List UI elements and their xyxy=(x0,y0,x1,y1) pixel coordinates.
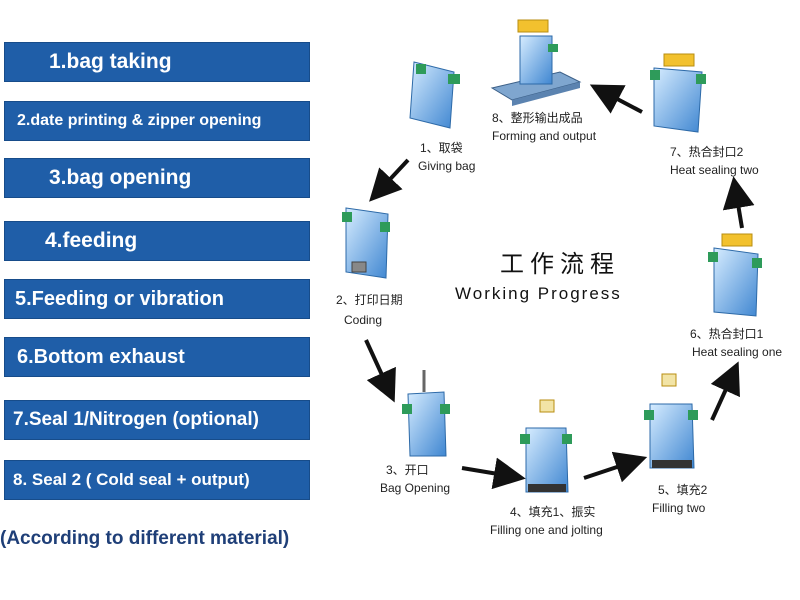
step-2-box: 2.date printing & zipper opening xyxy=(4,101,310,141)
step-4-label: 4.feeding xyxy=(45,229,138,252)
step-5-label: 5.Feeding or vibration xyxy=(15,287,224,310)
stage-5-icon xyxy=(644,373,698,469)
stage-6-en: Heat sealing one xyxy=(692,345,782,359)
stage-8-en: Forming and output xyxy=(492,129,597,143)
stage-3-cn: 3、开口 xyxy=(386,463,429,477)
stage-5-cn: 5、填充2 xyxy=(658,482,708,497)
arrow-3-to-4 xyxy=(461,457,526,490)
step-2-label: 2.date printing & zipper opening xyxy=(17,112,262,129)
step-8-label: 8. Seal 2 ( Cold seal + output) xyxy=(13,470,250,489)
title-english: Working Progress xyxy=(455,284,622,303)
step-3-label: 3.bag opening xyxy=(49,166,192,189)
stage-2-en: Coding xyxy=(344,313,382,327)
arrow-7-to-8 xyxy=(589,84,643,114)
step-1-box: 1.bag taking xyxy=(4,42,310,82)
stage-3-en: Bag Opening xyxy=(380,481,450,495)
stage-4-cn: 4、填充1、振实 xyxy=(510,504,595,519)
stage-8-icon xyxy=(490,19,582,106)
step-8-box: 8. Seal 2 ( Cold seal + output) xyxy=(4,460,310,500)
stage-8-cn: 8、整形输出成品 xyxy=(492,110,583,125)
arrow-1-to-2 xyxy=(369,158,410,202)
stage-5-en: Filling two xyxy=(652,501,706,515)
step-7-label: 7.Seal 1/Nitrogen (optional) xyxy=(13,409,259,430)
stage-6-icon xyxy=(708,233,762,317)
step-3-box: 3.bag opening xyxy=(4,158,310,198)
arrow-2-to-3 xyxy=(364,339,396,403)
stage-2-icon xyxy=(342,207,390,279)
stage-7-icon xyxy=(650,53,706,133)
material-note: (According to different material) xyxy=(0,528,290,549)
title-chinese: 工作流程 xyxy=(500,250,620,278)
working-progress-diagram: 工作流程 Working Progress 8、整形输出成品 Forming a… xyxy=(336,19,782,537)
stage-7-cn: 7、热合封口2 xyxy=(670,144,744,159)
step-4-box: 4.feeding xyxy=(4,221,310,261)
step-1-label: 1.bag taking xyxy=(49,50,172,73)
step-5-box: 5.Feeding or vibration xyxy=(4,279,310,319)
arrow-4-to-5 xyxy=(583,451,648,483)
stage-7-en: Heat sealing two xyxy=(670,163,759,177)
arrow-5-to-6 xyxy=(710,361,740,421)
step-6-box: 6.Bottom exhaust xyxy=(4,337,310,377)
stage-1-icon xyxy=(409,61,460,129)
arrow-6-to-7 xyxy=(722,176,755,229)
stage-4-icon xyxy=(520,399,572,493)
stage-2-cn: 2、打印日期 xyxy=(336,293,403,307)
step-6-label: 6.Bottom exhaust xyxy=(17,345,185,368)
stage-6-cn: 6、热合封口1 xyxy=(690,326,764,341)
stage-4-en: Filling one and jolting xyxy=(490,523,603,537)
stage-1-cn: 1、取袋 xyxy=(420,141,463,155)
stage-3-icon xyxy=(402,370,450,457)
stage-1-en: Giving bag xyxy=(418,159,475,173)
step-7-box: 7.Seal 1/Nitrogen (optional) xyxy=(4,400,310,440)
